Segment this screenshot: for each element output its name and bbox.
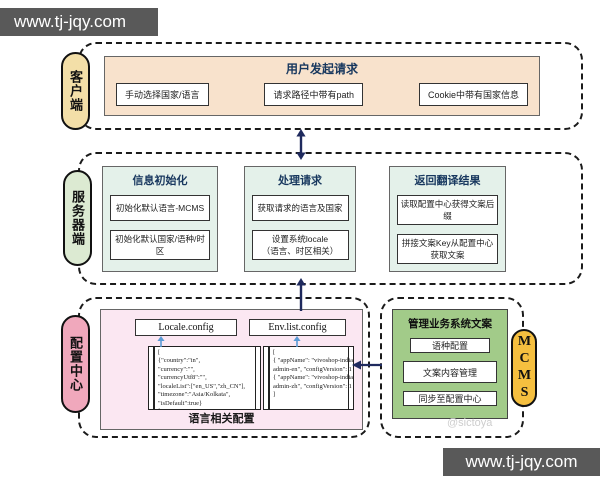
up-arrow-icon [157, 336, 165, 347]
server-item: 读取配置中心获得文案后缀 [396, 195, 499, 225]
watermark-bar-bottom: www.tj-jqy.com [443, 448, 600, 476]
server-box-init: 信息初始化 初始化默认语言-MCMS 初始化默认国家/语种/时区 [102, 166, 218, 272]
watermark-text: www.tj-jqy.com [465, 452, 578, 471]
faint-watermark: @sictoya [447, 417, 493, 429]
lane-label-server: 服务器端 [63, 170, 92, 266]
watermark-text: www.tj-jqy.com [14, 12, 127, 31]
mcms-item-language-config: 语种配置 [410, 338, 490, 353]
client-box-title: 用户发起请求 [285, 62, 358, 76]
language-config-caption: 语言相关配置 [188, 413, 255, 425]
server-box-handle-request: 处理请求 获取请求的语言及国家 设置系统locale （语言、时区相关） [244, 166, 356, 272]
up-arrow-icon [293, 336, 301, 347]
mcms-pill: MCMS [511, 329, 537, 407]
mcms-to-config-left-arrow-icon [352, 360, 382, 370]
locale-config-file: Locale.config [135, 319, 237, 336]
locale-config-code: [ {"country":"in", "currency":"", "curre… [148, 346, 261, 410]
mcms-item-sync-config-center: 同步至配置中心 [403, 391, 497, 406]
server-item: 初始化默认语言-MCMS [109, 195, 211, 221]
server-item: 设置系统locale （语言、时区相关） [251, 230, 349, 260]
client-request-box: 用户发起请求 手动选择国家/语言 请求路径中带有path Cookie中带有国家… [104, 56, 540, 116]
server-item: 获取请求的语言及国家 [251, 195, 349, 221]
config-to-server-up-arrow-icon [296, 278, 306, 311]
language-config-box: Locale.config Env.list.config [ {"countr… [100, 309, 363, 430]
client-item-manual-select: 手动选择国家/语言 [116, 83, 209, 106]
mcms-box-title: 管理业务系统文案 [408, 318, 492, 330]
client-item-path: 请求路径中带有path [264, 83, 364, 106]
mcms-manage-box: 管理业务系统文案 语种配置 文案内容管理 同步至配置中心 [392, 309, 508, 419]
client-items-row: 手动选择国家/语言 请求路径中带有path Cookie中带有国家信息 [105, 77, 539, 106]
mcms-item-copy-management: 文案内容管理 [403, 361, 497, 383]
server-item: 初始化默认国家/语种/时区 [109, 230, 211, 260]
env-list-config-code: [ { "appName": "vivoshop-india- admin-en… [263, 346, 354, 410]
server-box-title: 返回翻译结果 [414, 175, 481, 187]
server-item: 拼接文案Key从配置中心获取文案 [396, 234, 499, 264]
server-box-title: 信息初始化 [132, 175, 188, 187]
lane-label-client: 客户端 [61, 52, 90, 130]
env-list-config-file: Env.list.config [249, 319, 346, 336]
server-box-title: 处理请求 [278, 175, 322, 187]
watermark-bar-top: www.tj-jqy.com [0, 8, 158, 36]
server-box-return-translation: 返回翻译结果 读取配置中心获得文案后缀 拼接文案Key从配置中心获取文案 [389, 166, 506, 272]
client-item-cookie: Cookie中带有国家信息 [418, 83, 528, 106]
lane-label-config: 配置中心 [61, 315, 90, 413]
client-server-double-arrow-icon [296, 129, 306, 160]
